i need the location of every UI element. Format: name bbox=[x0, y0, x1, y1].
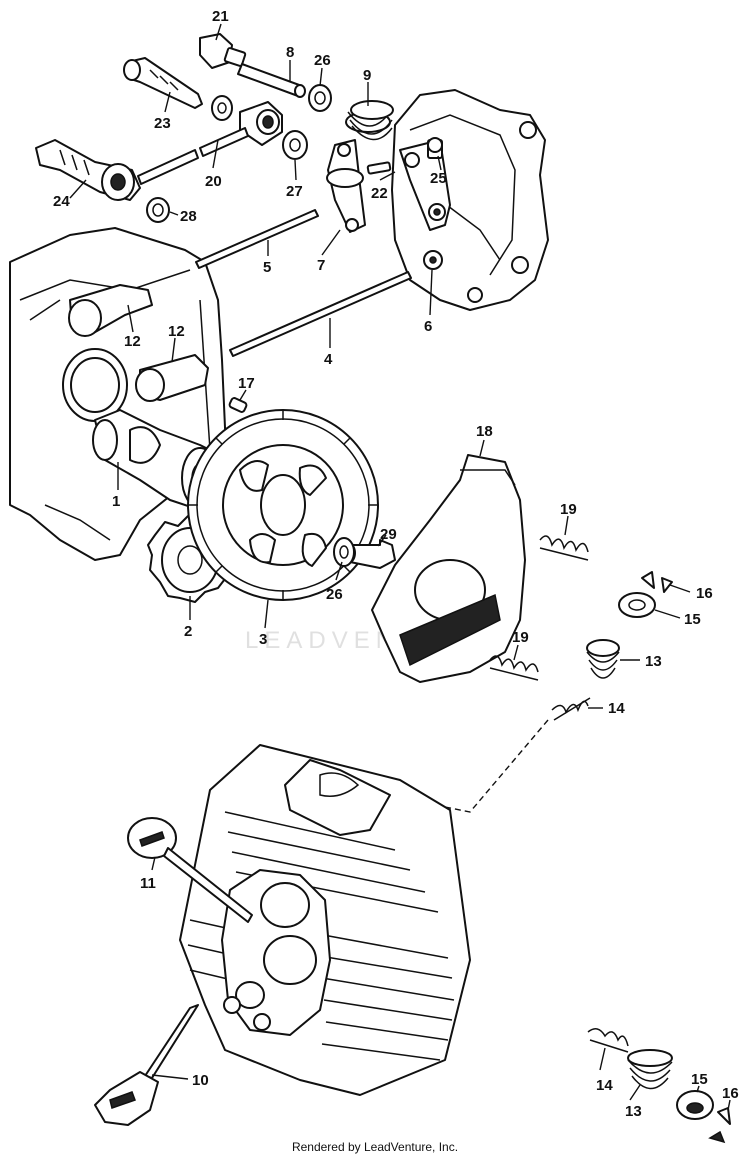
leader-lines bbox=[69, 23, 731, 1111]
footer-credit: Rendered by LeadVenture, Inc. bbox=[291, 1140, 459, 1154]
tappet-12-upper bbox=[68, 284, 153, 337]
cylinder-head bbox=[179, 744, 471, 1096]
cover-plate bbox=[371, 454, 526, 683]
callout-18: 18 bbox=[476, 423, 493, 440]
spring-retainer-15-lower bbox=[676, 1090, 714, 1120]
callout-7: 7 bbox=[317, 257, 325, 274]
spring-19-upper bbox=[539, 535, 589, 561]
callout-4: 4 bbox=[324, 351, 333, 368]
valve-spring-14-upper bbox=[551, 697, 591, 721]
valve-10 bbox=[94, 1004, 199, 1126]
callout-26-top: 26 bbox=[314, 52, 331, 69]
assembly-leader bbox=[384, 719, 549, 813]
tappet-adjuster bbox=[366, 161, 392, 175]
screw-25 bbox=[427, 137, 443, 159]
valve-cotter-16 bbox=[641, 571, 673, 593]
valve-spring-13-upper bbox=[586, 639, 620, 679]
valve-11 bbox=[127, 817, 253, 923]
callout-12-upper: 12 bbox=[124, 333, 141, 350]
bolt-21 bbox=[199, 33, 247, 69]
valve-spring-14-lower bbox=[587, 1028, 629, 1053]
valve-spring-9 bbox=[345, 100, 394, 141]
callout-19-upper: 19 bbox=[560, 501, 577, 518]
callout-11: 11 bbox=[140, 875, 156, 892]
callout-12-lower: 12 bbox=[168, 323, 185, 340]
washer-27 bbox=[282, 130, 308, 160]
spring-retainer-15 bbox=[618, 592, 656, 618]
callout-28: 28 bbox=[180, 208, 197, 225]
callout-13-upper: 13 bbox=[645, 653, 662, 670]
callout-14-lower: 14 bbox=[596, 1077, 613, 1094]
callout-22: 22 bbox=[371, 185, 388, 202]
callout-9: 9 bbox=[363, 67, 371, 84]
oil-banjo-20 bbox=[199, 101, 283, 157]
callout-21: 21 bbox=[212, 8, 229, 25]
callout-26-lower: 26 bbox=[326, 586, 343, 603]
callout-3: 3 bbox=[259, 631, 267, 648]
callout-5: 5 bbox=[263, 259, 271, 276]
washer-27-upper bbox=[211, 95, 233, 121]
oil-bolt-24 bbox=[35, 139, 199, 201]
callout-1: 1 bbox=[112, 493, 120, 510]
washer-26-top bbox=[308, 84, 332, 112]
valve-cotter-16-lower bbox=[708, 1107, 731, 1144]
callout-13-lower: 13 bbox=[625, 1103, 642, 1120]
bearing-seal bbox=[62, 348, 128, 422]
callout-14-upper: 14 bbox=[608, 700, 625, 717]
callout-15-lower: 15 bbox=[691, 1071, 708, 1088]
callout-25: 25 bbox=[430, 170, 447, 187]
washer-26-lower bbox=[333, 537, 355, 567]
callout-6: 6 bbox=[424, 318, 432, 335]
rocker-arm-intake bbox=[326, 139, 366, 233]
callout-16-lower: 16 bbox=[722, 1085, 739, 1102]
rocker-arm-housing bbox=[391, 89, 549, 311]
callout-19-lower: 19 bbox=[512, 629, 529, 646]
callout-24: 24 bbox=[53, 193, 70, 210]
push-rods bbox=[195, 209, 412, 357]
dowel-pin-17 bbox=[228, 397, 248, 413]
washer-28 bbox=[146, 197, 170, 223]
callout-17: 17 bbox=[238, 375, 255, 392]
callout-23: 23 bbox=[154, 115, 171, 132]
valve-spring-13-lower bbox=[627, 1049, 673, 1090]
cam-gear bbox=[187, 409, 379, 601]
oil-bolt-23 bbox=[123, 57, 203, 109]
callout-labels: 21 8 26 9 23 20 27 24 28 5 7 22 25 6 4 1… bbox=[53, 8, 739, 1120]
callout-8: 8 bbox=[286, 44, 294, 61]
callout-16-upper: 16 bbox=[696, 585, 713, 602]
callout-2: 2 bbox=[184, 623, 192, 640]
spring-19-lower bbox=[489, 655, 539, 681]
callout-10: 10 bbox=[192, 1072, 209, 1089]
rocker-arm bbox=[399, 139, 451, 231]
pin-8 bbox=[237, 63, 306, 98]
callout-27: 27 bbox=[286, 183, 303, 200]
callout-29: 29 bbox=[380, 526, 397, 543]
tappet-12-lower bbox=[135, 354, 209, 402]
callout-20: 20 bbox=[205, 173, 222, 190]
callout-15-upper: 15 bbox=[684, 611, 701, 628]
